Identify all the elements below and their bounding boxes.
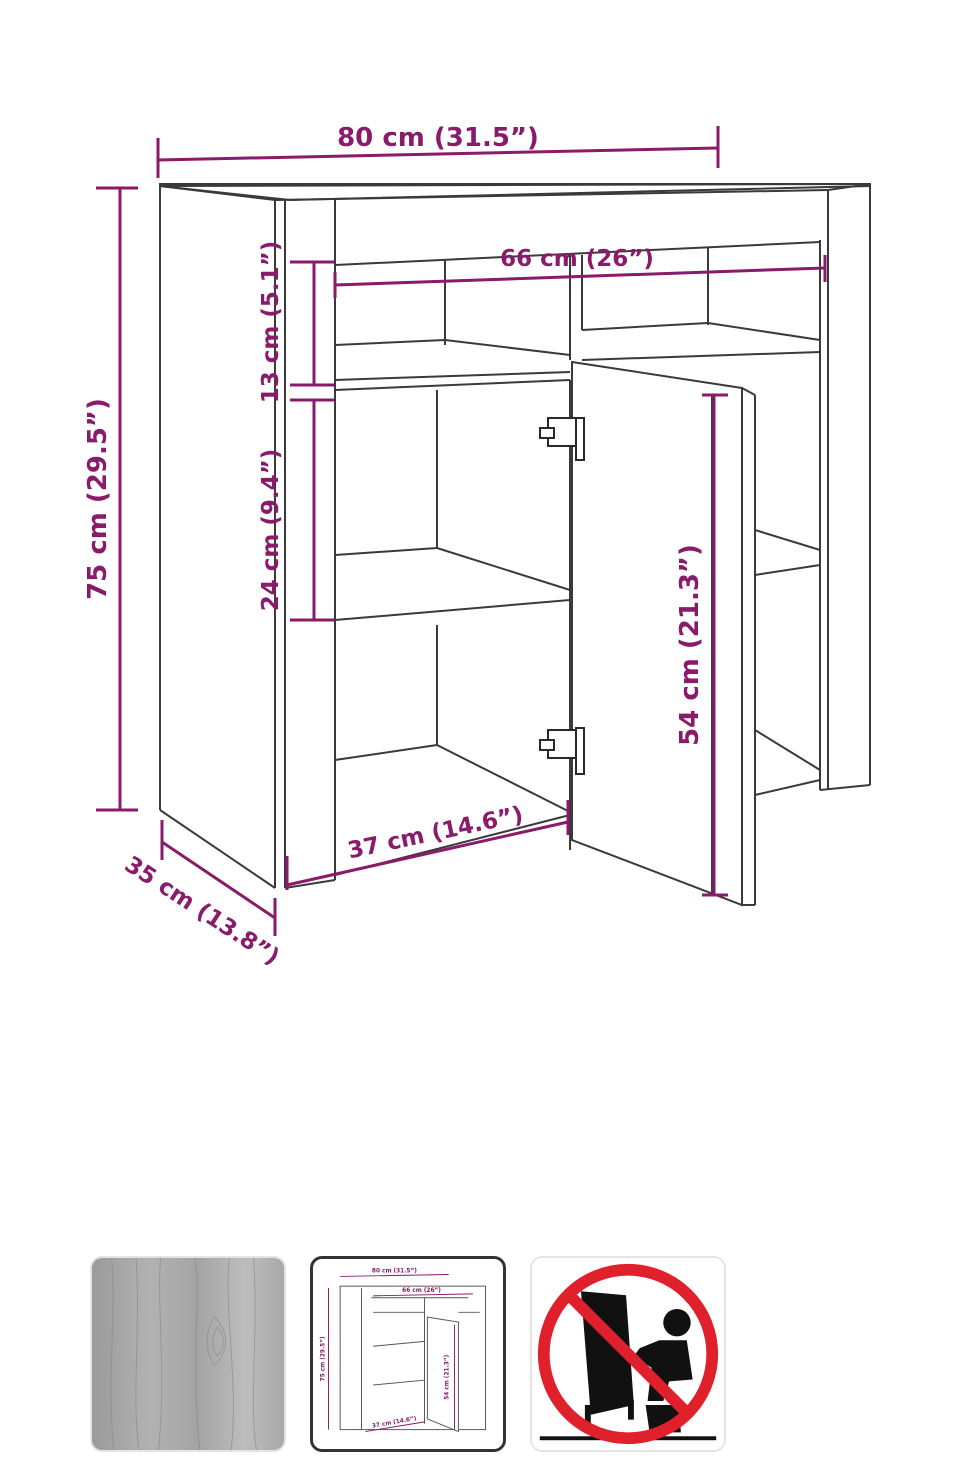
no-tipping-warning-icon <box>532 1258 724 1450</box>
thumb-door-height-label: 54 cm (21.3”) <box>445 1354 451 1399</box>
anti-tip-warning-thumbnail[interactable] <box>530 1256 726 1452</box>
thumbnail-strip: 80 cm (31.5”) 66 cm (26”) 75 cm (29.5”) … <box>90 1256 730 1456</box>
top-shelf-label: 13 cm (5.1”) <box>258 241 284 404</box>
dimensions-thumbnail-image: 80 cm (31.5”) 66 cm (26”) 75 cm (29.5”) … <box>321 1269 487 1433</box>
middle-shelf-label: 24 cm (9.4”) <box>258 449 284 612</box>
thumb-height-label: 75 cm (29.5”) <box>321 1336 327 1381</box>
width-label: 80 cm (31.5”) <box>337 123 539 153</box>
inner-width-label: 66 cm (26”) <box>500 246 654 272</box>
wood-texture-image <box>92 1258 284 1450</box>
thumb-door-width-label: 37 cm (14.6”) <box>372 1416 418 1430</box>
wood-texture-thumbnail[interactable] <box>90 1256 286 1452</box>
dimensions-thumbnail[interactable]: 80 cm (31.5”) 66 cm (26”) 75 cm (29.5”) … <box>310 1256 506 1452</box>
thumb-inner-width-label: 66 cm (26”) <box>402 1288 441 1294</box>
door-height-label: 54 cm (21.3”) <box>675 544 705 746</box>
product-dimension-image: 80 cm (31.5”) 75 cm (29.5”) 35 cm (13.8”… <box>83 123 871 971</box>
height-label: 75 cm (29.5”) <box>83 398 113 600</box>
thumb-width-label: 80 cm (31.5”) <box>372 1269 417 1275</box>
